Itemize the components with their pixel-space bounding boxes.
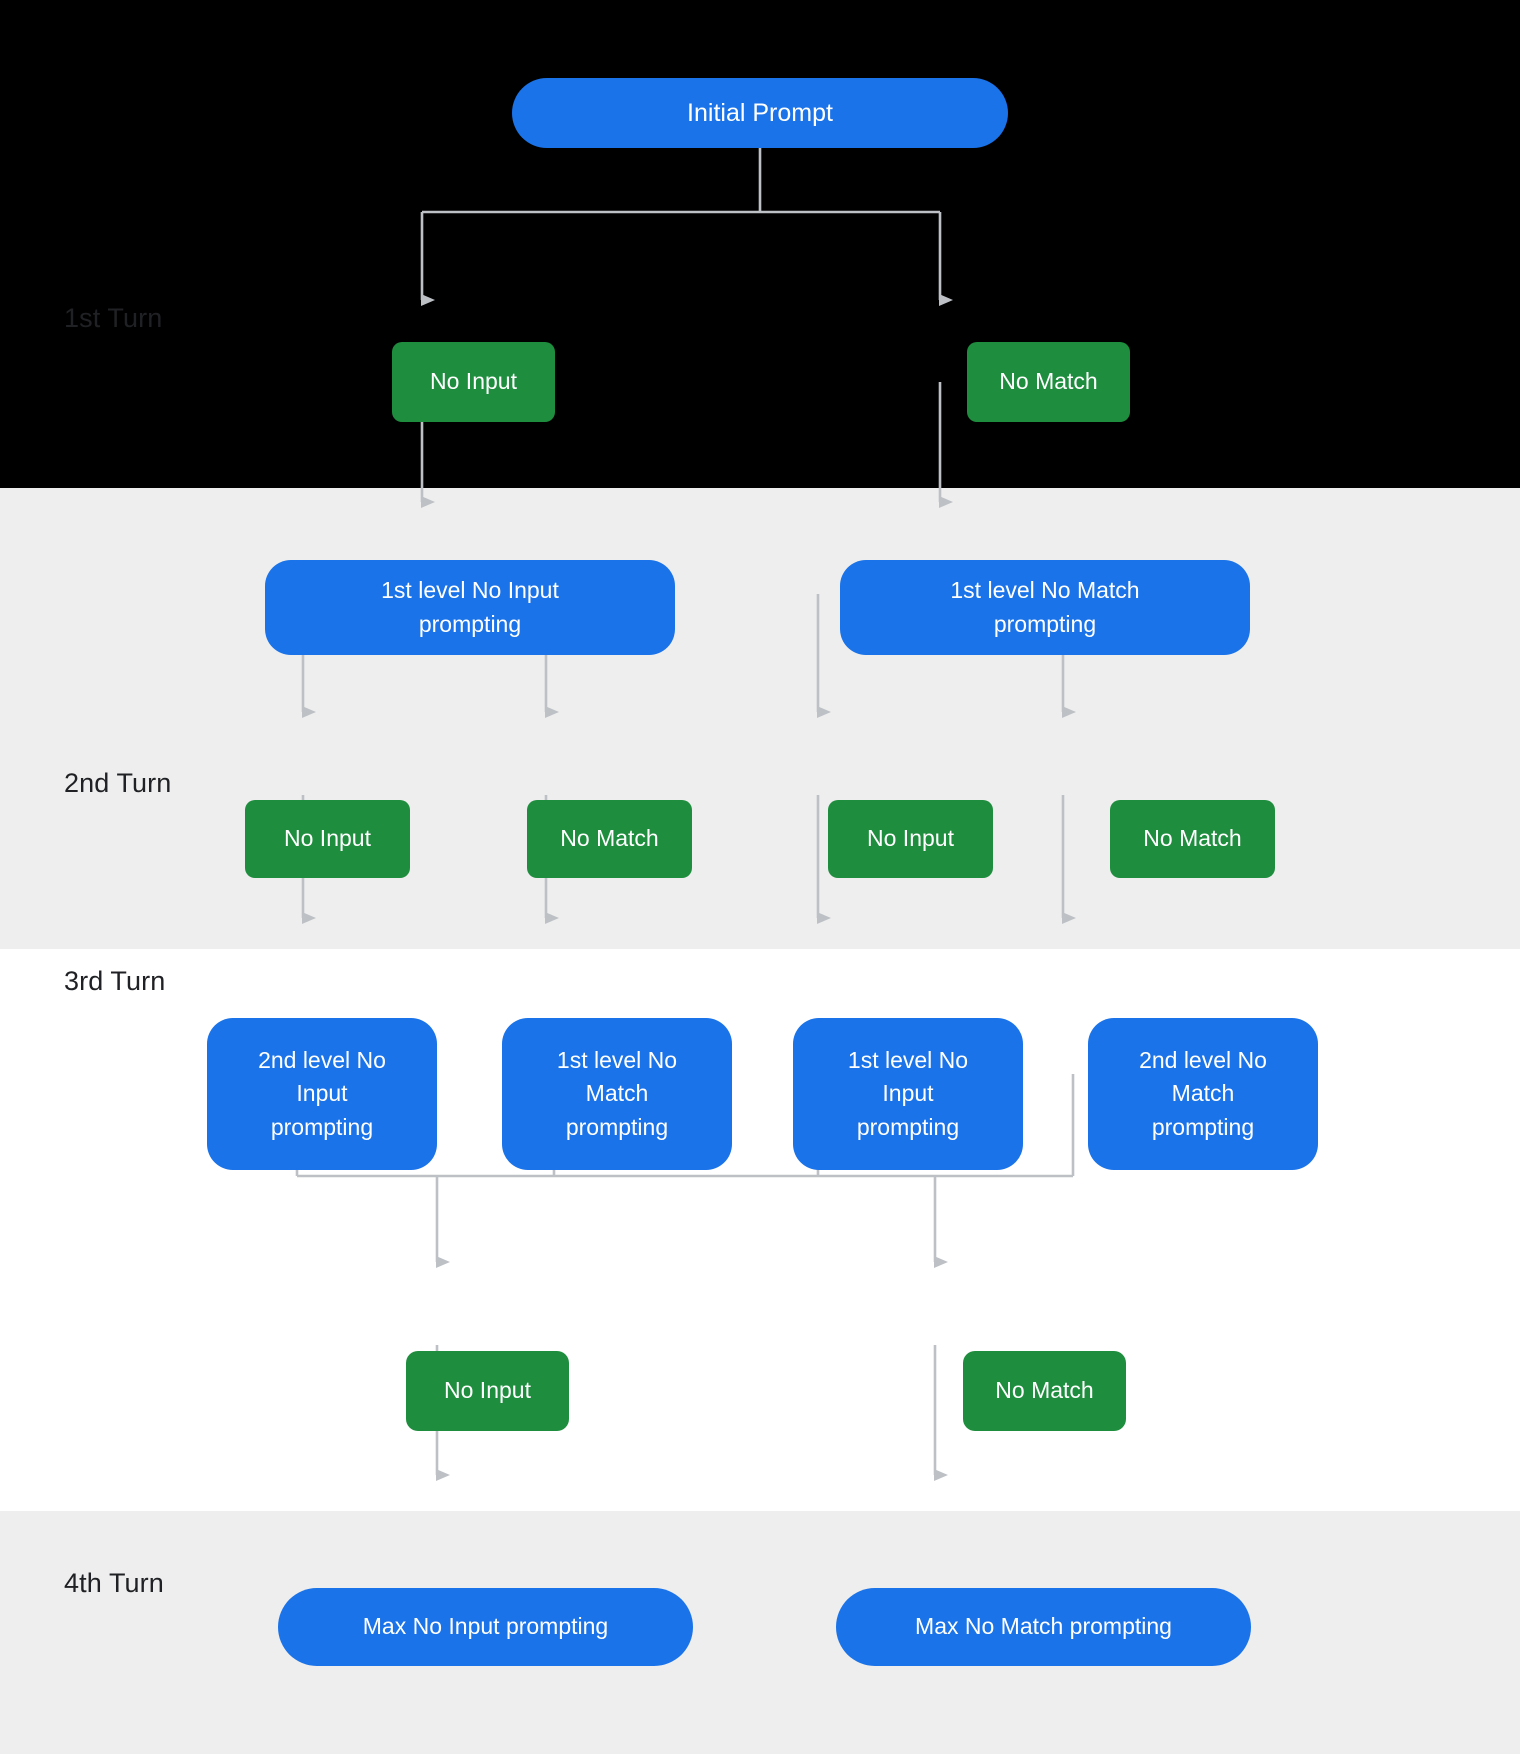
- turn-label-3: 3rd Turn: [64, 966, 166, 996]
- turn-band-4: [0, 1511, 1520, 1754]
- node-3rd-turn-1st-level-no-match-prompting[interactable]: 1st level No Match prompting: [502, 1018, 732, 1170]
- node-3rd-turn-2nd-level-no-input-prompting[interactable]: 2nd level No Input prompting: [207, 1018, 437, 1170]
- node-4th-turn-max-no-input-prompting[interactable]: Max No Input prompting: [278, 1588, 693, 1666]
- node-2nd-turn-no-input-left[interactable]: No Input: [245, 800, 410, 878]
- node-2nd-turn-1st-level-no-match-prompting[interactable]: 1st level No Match prompting: [840, 560, 1250, 655]
- turn-band-1: [0, 0, 1520, 488]
- node-3rd-turn-no-input[interactable]: No Input: [406, 1351, 569, 1431]
- turn-label-1: 1st Turn: [64, 303, 163, 333]
- node-4th-turn-max-no-match-prompting[interactable]: Max No Match prompting: [836, 1588, 1251, 1666]
- node-2nd-turn-no-match-left[interactable]: No Match: [527, 800, 692, 878]
- node-3rd-turn-1st-level-no-input-prompting[interactable]: 1st level No Input prompting: [793, 1018, 1023, 1170]
- turn-label-2: 2nd Turn: [64, 768, 172, 798]
- turn-label-4: 4th Turn: [64, 1568, 164, 1598]
- node-2nd-turn-no-match-right[interactable]: No Match: [1110, 800, 1275, 878]
- node-2nd-turn-no-input-right[interactable]: No Input: [828, 800, 993, 878]
- node-2nd-turn-1st-level-no-input-prompting[interactable]: 1st level No Input prompting: [265, 560, 675, 655]
- node-3rd-turn-2nd-level-no-match-prompting[interactable]: 2nd level No Match prompting: [1088, 1018, 1318, 1170]
- node-1st-turn-no-input[interactable]: No Input: [392, 342, 555, 422]
- node-initial-prompt[interactable]: Initial Prompt: [512, 78, 1008, 148]
- turn-band-2: [0, 488, 1520, 949]
- node-1st-turn-no-match[interactable]: No Match: [967, 342, 1130, 422]
- node-3rd-turn-no-match[interactable]: No Match: [963, 1351, 1126, 1431]
